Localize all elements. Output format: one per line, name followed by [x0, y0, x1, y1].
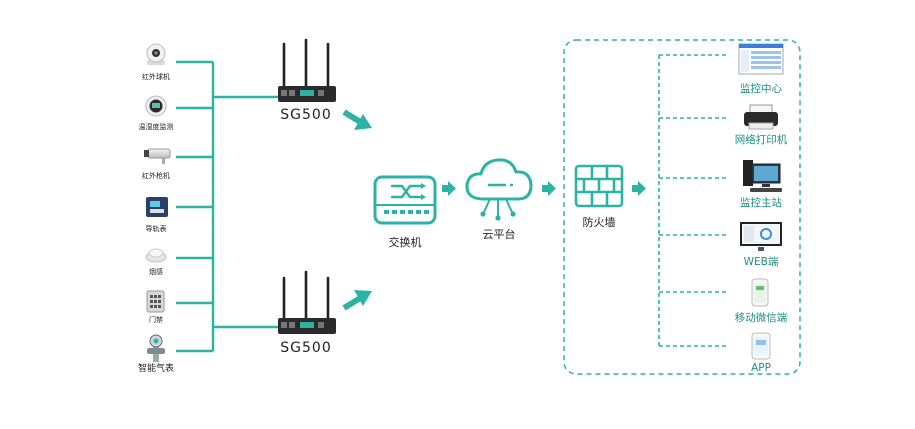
switch-label: 交换机	[389, 235, 422, 249]
cloud-icon	[465, 158, 533, 221]
device-label: 门禁	[149, 315, 163, 324]
humidity-sensor-icon	[145, 95, 167, 117]
gas-meter-icon	[147, 334, 165, 362]
device-label: 导轨表	[146, 224, 167, 233]
device-label: 智能气表	[138, 362, 174, 374]
device-label: 红外枪机	[142, 171, 170, 180]
firewall-label: 防火墙	[583, 215, 616, 229]
device-bus-lines	[176, 60, 280, 353]
router-label: SG500	[280, 340, 331, 356]
workstation-icon	[743, 160, 782, 192]
router-icon	[278, 38, 336, 102]
arrow-icon	[632, 181, 646, 196]
switch-icon	[373, 175, 437, 225]
web-monitor-icon	[740, 222, 782, 251]
monitor-center-icon	[738, 43, 784, 75]
output-group-box	[563, 39, 801, 375]
device-label: 红外球机	[142, 72, 170, 81]
device-label: 烟感	[149, 267, 163, 276]
client-label: 移动微信端	[735, 311, 788, 324]
ptz-camera-icon	[146, 43, 166, 65]
cloud-label: 云平台	[483, 227, 516, 241]
phone-icon	[751, 278, 769, 307]
device-label: 温湿度监测	[139, 122, 174, 131]
arrow-icon	[342, 290, 372, 311]
smoke-detector-icon	[145, 248, 167, 263]
rail-meter-icon	[146, 197, 168, 217]
client-label: WEB端	[744, 255, 779, 268]
router-icon	[278, 270, 336, 334]
router-label: SG500	[280, 107, 331, 123]
bullet-camera-icon	[144, 148, 171, 164]
app-phone-icon	[751, 332, 771, 360]
arrow-icon	[342, 109, 372, 130]
arrow-icon	[542, 181, 556, 196]
client-label: APP	[751, 362, 771, 374]
client-label: 监控主站	[740, 196, 782, 209]
printer-icon	[744, 104, 778, 130]
client-label: 网络打印机	[735, 133, 788, 146]
client-bus-lines	[658, 54, 727, 347]
arrow-icon	[442, 181, 456, 196]
access-control-icon	[146, 290, 165, 313]
client-label: 监控中心	[740, 82, 782, 95]
firewall-icon	[574, 164, 624, 208]
